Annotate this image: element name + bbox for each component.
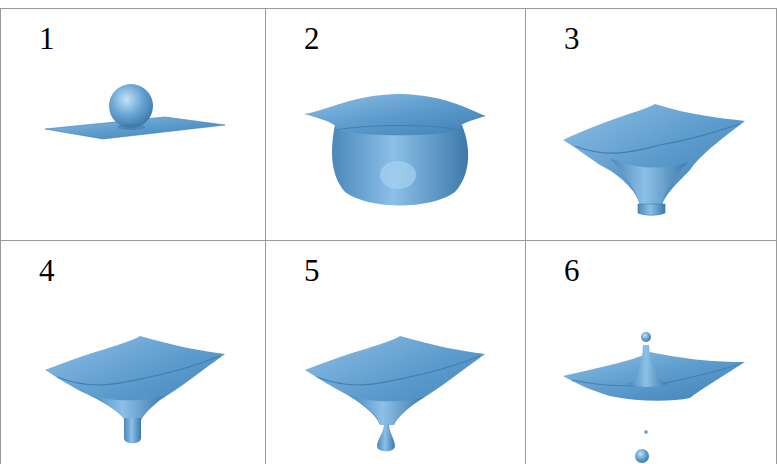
panel-box: 4 [0, 240, 266, 464]
panel-number: 1 [39, 23, 55, 54]
panel-number: 6 [564, 255, 580, 286]
jet-and-drops [563, 332, 745, 463]
panel-box: 1 [0, 8, 266, 241]
panel-number: 3 [564, 23, 580, 54]
cup-deformation [304, 94, 486, 206]
panel-number: 2 [304, 23, 320, 54]
cone-neck [563, 104, 745, 215]
panel-box: 5 [265, 240, 526, 464]
panel-box: 3 [525, 8, 777, 241]
panel-number: 5 [304, 255, 320, 286]
panel-number: 4 [39, 255, 55, 286]
thin-neck [45, 336, 225, 443]
flat-film [45, 84, 225, 139]
panel-box: 2 [265, 8, 526, 241]
pinching-drop [305, 336, 485, 451]
panel-box: 6 [525, 240, 777, 464]
